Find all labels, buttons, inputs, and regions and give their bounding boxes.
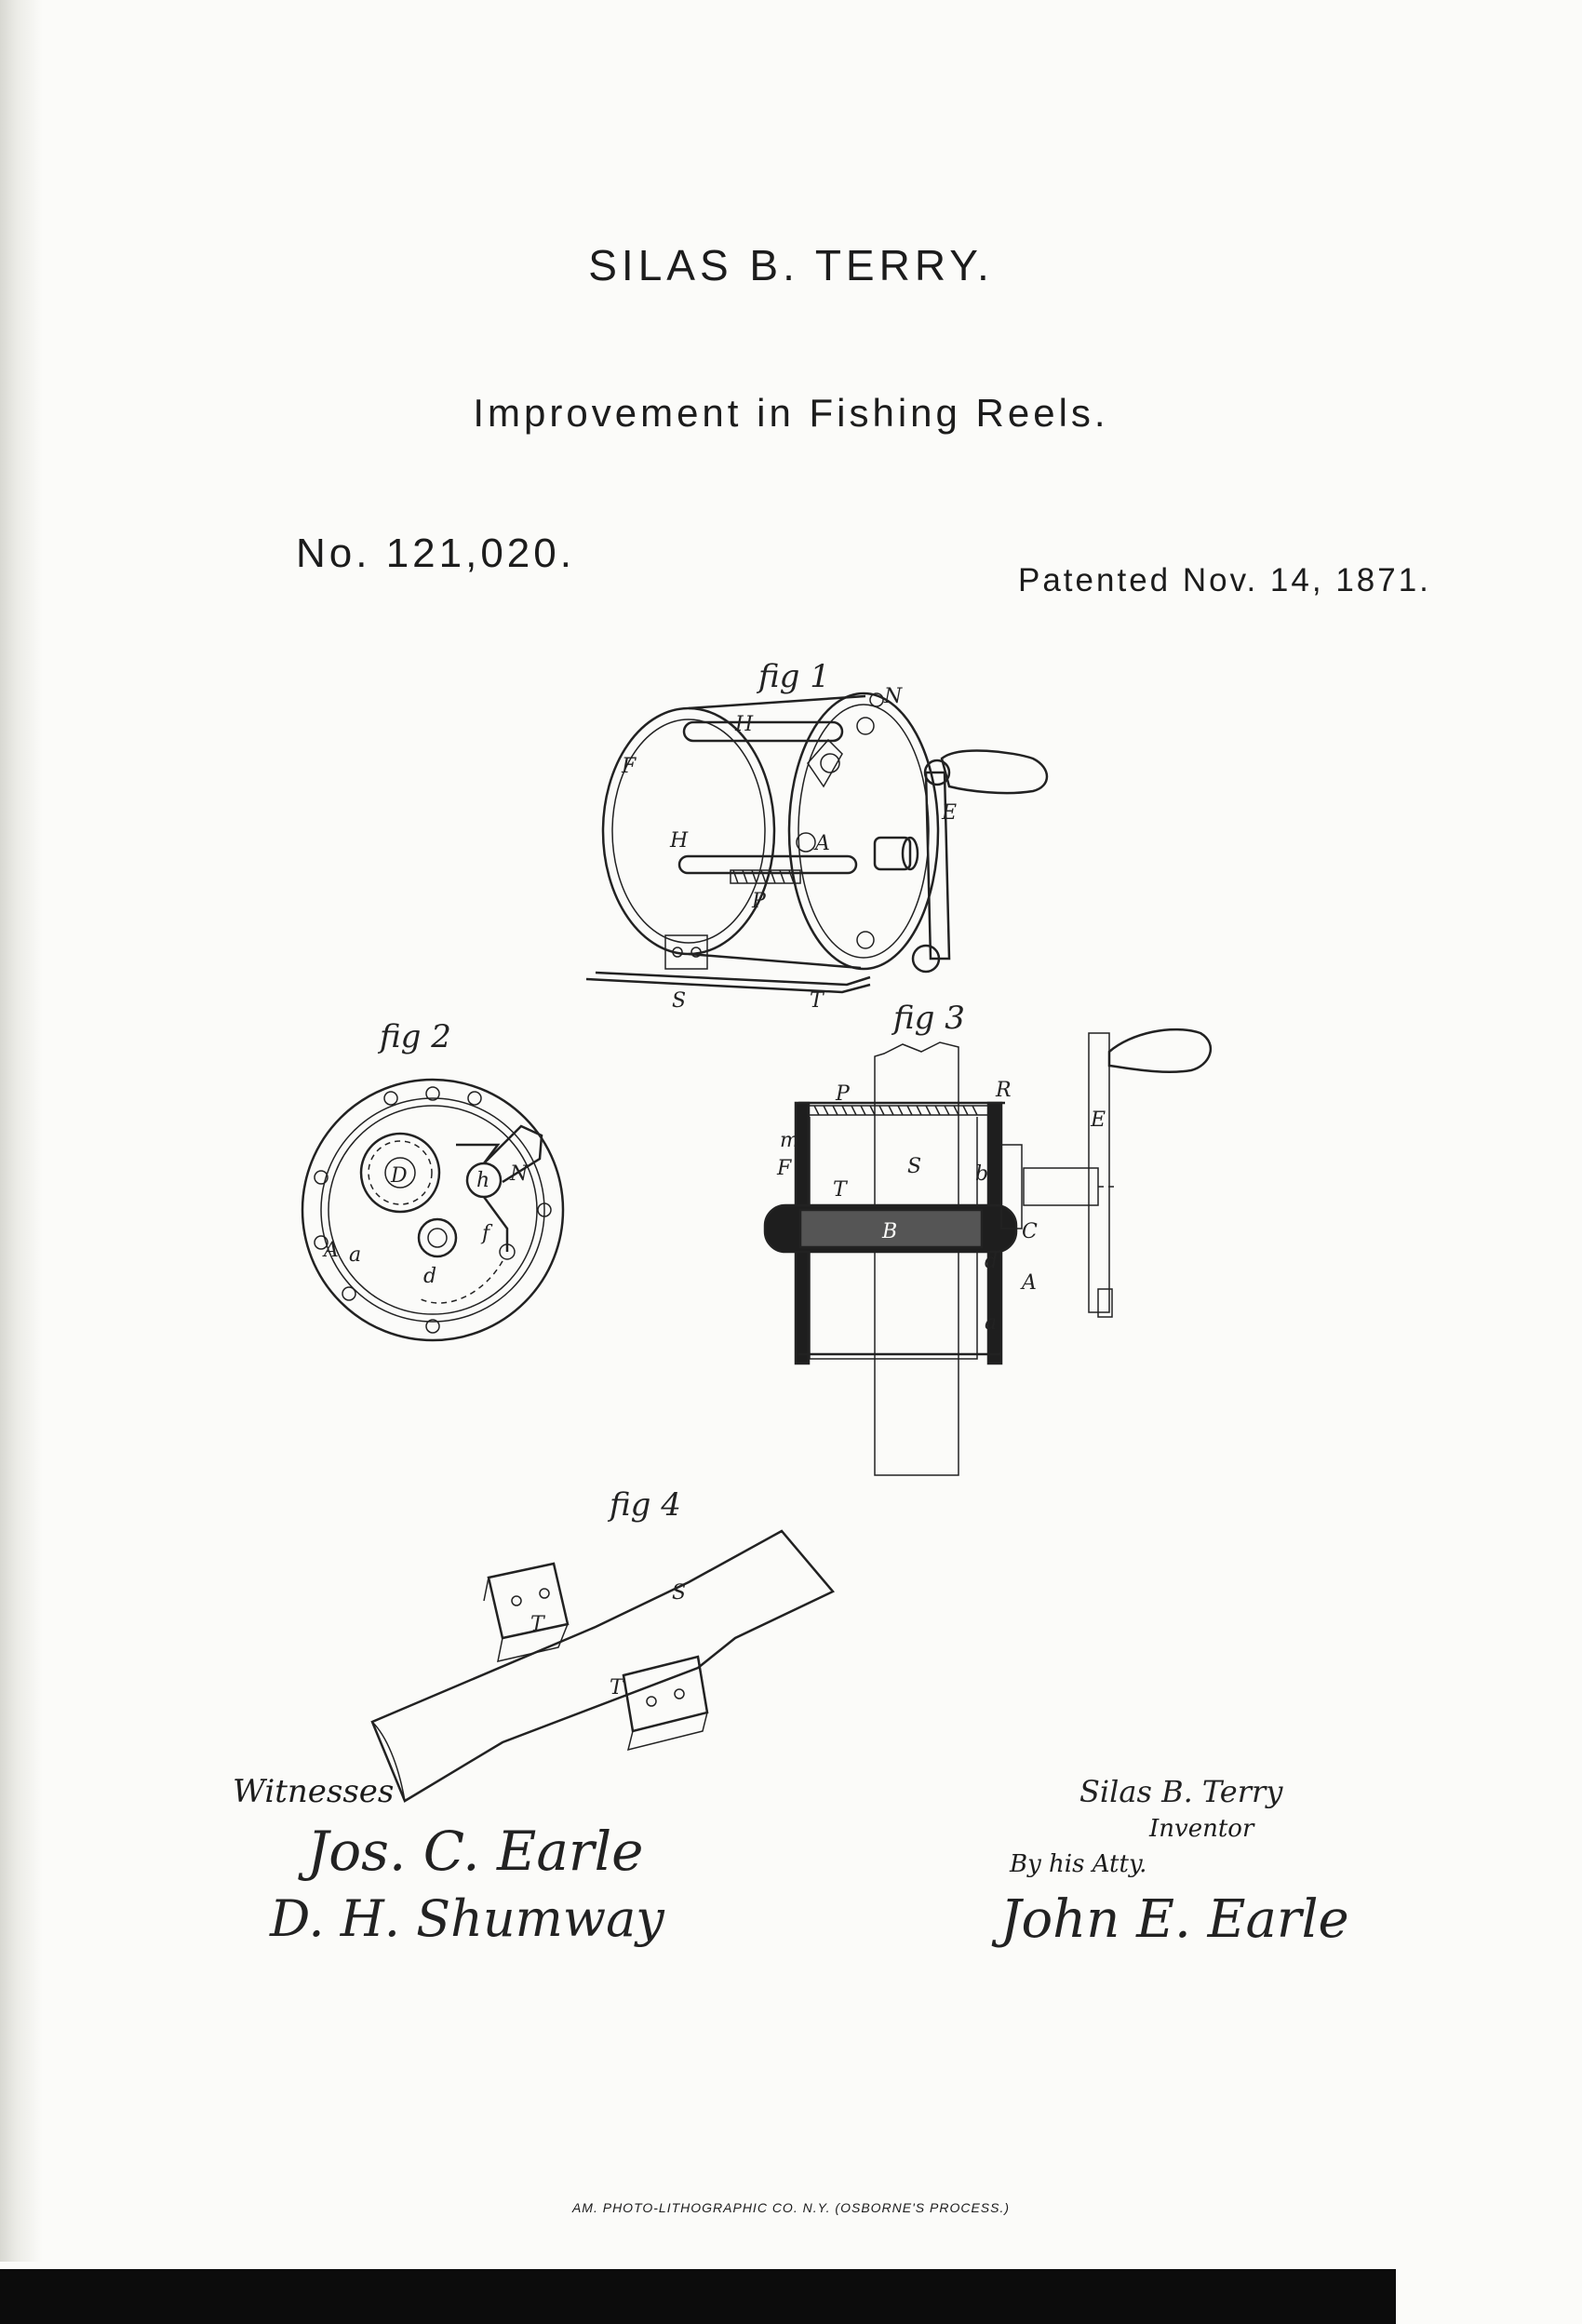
fig-3-drawing: fig 3 P R E m F S b T B C d A a	[763, 1000, 1212, 1476]
fig-3-part-A: A	[1020, 1271, 1037, 1295]
fig-4-part-S: S	[672, 1581, 686, 1605]
fig-1-drawing: fig 1 N H F H A E P S T	[585, 658, 1049, 1013]
fig-3-part-E: E	[1090, 1108, 1106, 1132]
patent-title: Improvement in Fishing Reels.	[473, 391, 1109, 435]
fig-1-part-E: E	[941, 801, 957, 825]
fig-3-part-F: F	[776, 1157, 792, 1180]
scan-edge-shadow	[0, 0, 43, 2262]
fig-1-part-A: A	[813, 832, 830, 855]
fig-3-part-b: b	[975, 1162, 988, 1186]
fig-3-part-B: B	[881, 1220, 897, 1243]
witnesses-label: Witnesses	[233, 1773, 395, 1810]
witness-signature-1: Jos. C. Earle	[307, 1820, 644, 1883]
fig-2-part-a: a	[349, 1243, 361, 1267]
fig-3-part-T: T	[833, 1178, 849, 1202]
fig-2-part-A: A	[322, 1239, 339, 1262]
fig-3-part-P: P	[835, 1082, 851, 1106]
fig-3-label: fig 3	[891, 1000, 965, 1037]
fig-3-part-m: m	[780, 1129, 799, 1152]
fig-1-part-H-top: H	[734, 713, 754, 736]
by-attorney-label: By his Atty.	[1010, 1850, 1147, 1878]
fig-3-part-S: S	[907, 1155, 921, 1178]
fig-2-label: fig 2	[377, 1018, 451, 1055]
fig-2-part-D: D	[390, 1164, 408, 1188]
fig-1-part-N: N	[883, 685, 903, 708]
fig-1-part-F: F	[621, 755, 637, 778]
witness-signature-2: D. H. Shumway	[270, 1889, 664, 1948]
inventor-signature: Silas B. Terry	[1079, 1774, 1283, 1809]
fig-4-part-T-right: T	[610, 1676, 625, 1699]
scan-bottom-border	[0, 2269, 1396, 2324]
fig-1-part-T: T	[810, 989, 825, 1013]
fig-4-part-T-left: T	[530, 1613, 546, 1636]
fig-4-drawing: fig 4 S T T	[370, 1486, 836, 1803]
fig-1-label: fig 1	[756, 658, 830, 695]
fig-1-part-H-mid: H	[669, 829, 689, 853]
fig-2-part-N: N	[509, 1162, 529, 1186]
fig-3-part-R: R	[995, 1079, 1012, 1102]
fig-2-drawing: fig 2 D h N d f A a	[301, 1018, 565, 1342]
fig-2-part-h: h	[476, 1169, 489, 1192]
fig-2-part-d: d	[423, 1265, 436, 1288]
fig-2-part-f: f	[480, 1222, 493, 1245]
fig-1-part-P: P	[751, 890, 767, 913]
inventor-name: SILAS B. TERRY.	[588, 241, 994, 289]
fig-4-label: fig 4	[607, 1486, 681, 1524]
patent-number: No. 121,020.	[296, 531, 575, 576]
inventor-role: Inventor	[1149, 1815, 1254, 1843]
fig-3-part-a: a	[985, 1311, 997, 1335]
fig-3-part-C: C	[1022, 1220, 1038, 1243]
patent-date: Patented Nov. 14, 1871.	[1018, 562, 1431, 598]
lithographer-imprint: AM. PHOTO-LITHOGRAPHIC CO. N.Y. (OSBORNE…	[571, 2200, 1011, 2215]
fig-1-part-S: S	[672, 989, 686, 1013]
attorney-signature: John E. Earle	[1000, 1889, 1349, 1950]
fig-3-part-d: d	[985, 1250, 998, 1273]
